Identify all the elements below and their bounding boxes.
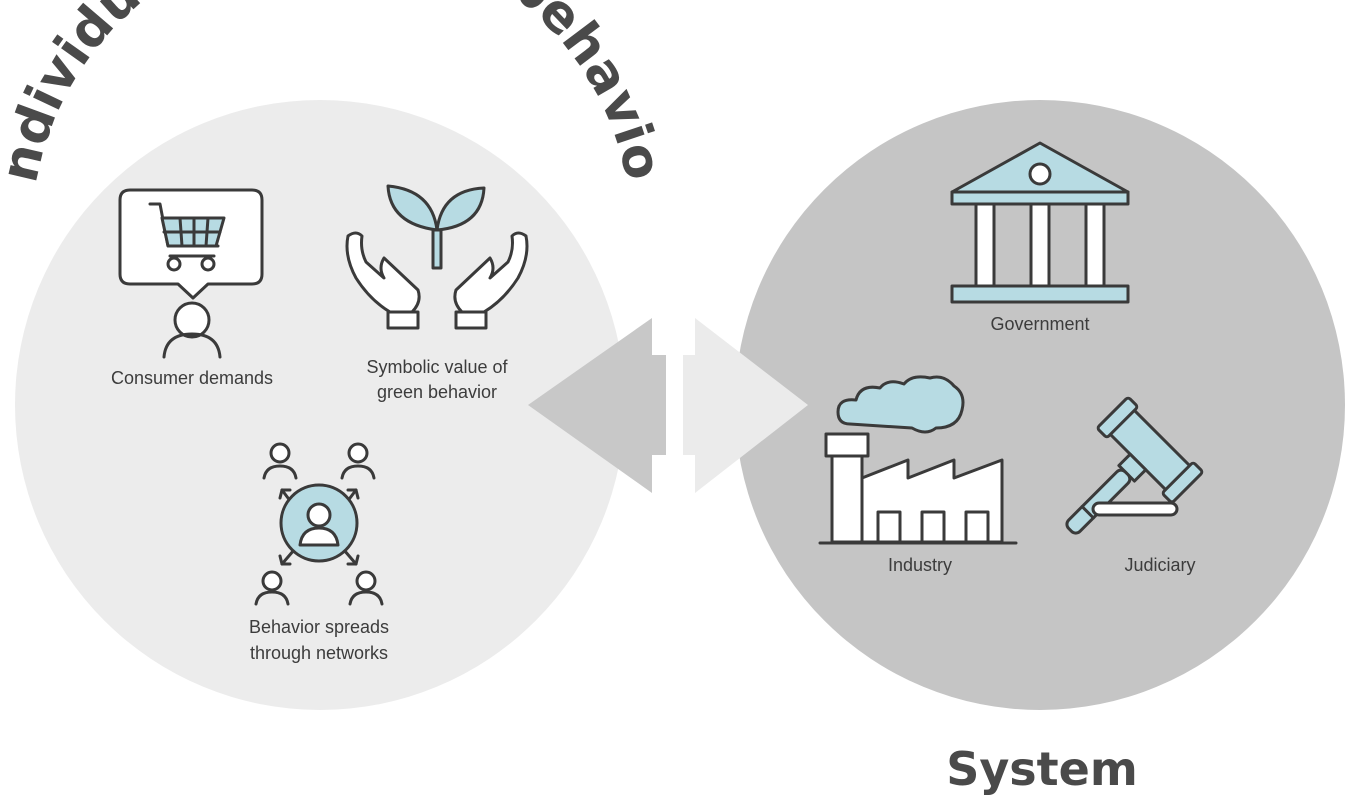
network-people-icon [254,442,384,606]
consumer-demands-icon [118,188,264,359]
system-circle [735,100,1345,710]
sound-block [1091,501,1179,517]
judiciary-label: Judiciary [1124,555,1195,575]
shopping-cart-icon [148,202,226,272]
symbolic-value-label-1: Symbolic value of [366,357,508,377]
system-title: System [946,742,1138,796]
gavel-icon [1065,396,1204,535]
consumer-demands-label: Consumer demands [111,368,273,388]
government-label: Government [990,314,1089,334]
smoke-cloud [836,375,965,434]
factory-icon [818,375,1018,545]
person-icon-center [298,502,340,547]
person-icon [162,301,222,359]
person-icon-bottom-right [348,570,384,606]
symbolic-value-label-2: green behavior [377,382,497,402]
person-icon-top-left [262,442,298,480]
person-icon-top-right [340,442,376,480]
arrow-right-shape [683,318,808,493]
double-arrow-icon [528,318,808,493]
behavior-spreads-label-2: through networks [250,643,388,663]
government-building-icon [950,141,1130,304]
hands-sprout-icon [345,184,529,330]
person-icon-bottom-left [254,570,290,606]
behavior-spreads-label-1: Behavior spreads [249,617,389,637]
industry-label: Industry [888,555,952,575]
arrow-left-shape [528,318,666,493]
